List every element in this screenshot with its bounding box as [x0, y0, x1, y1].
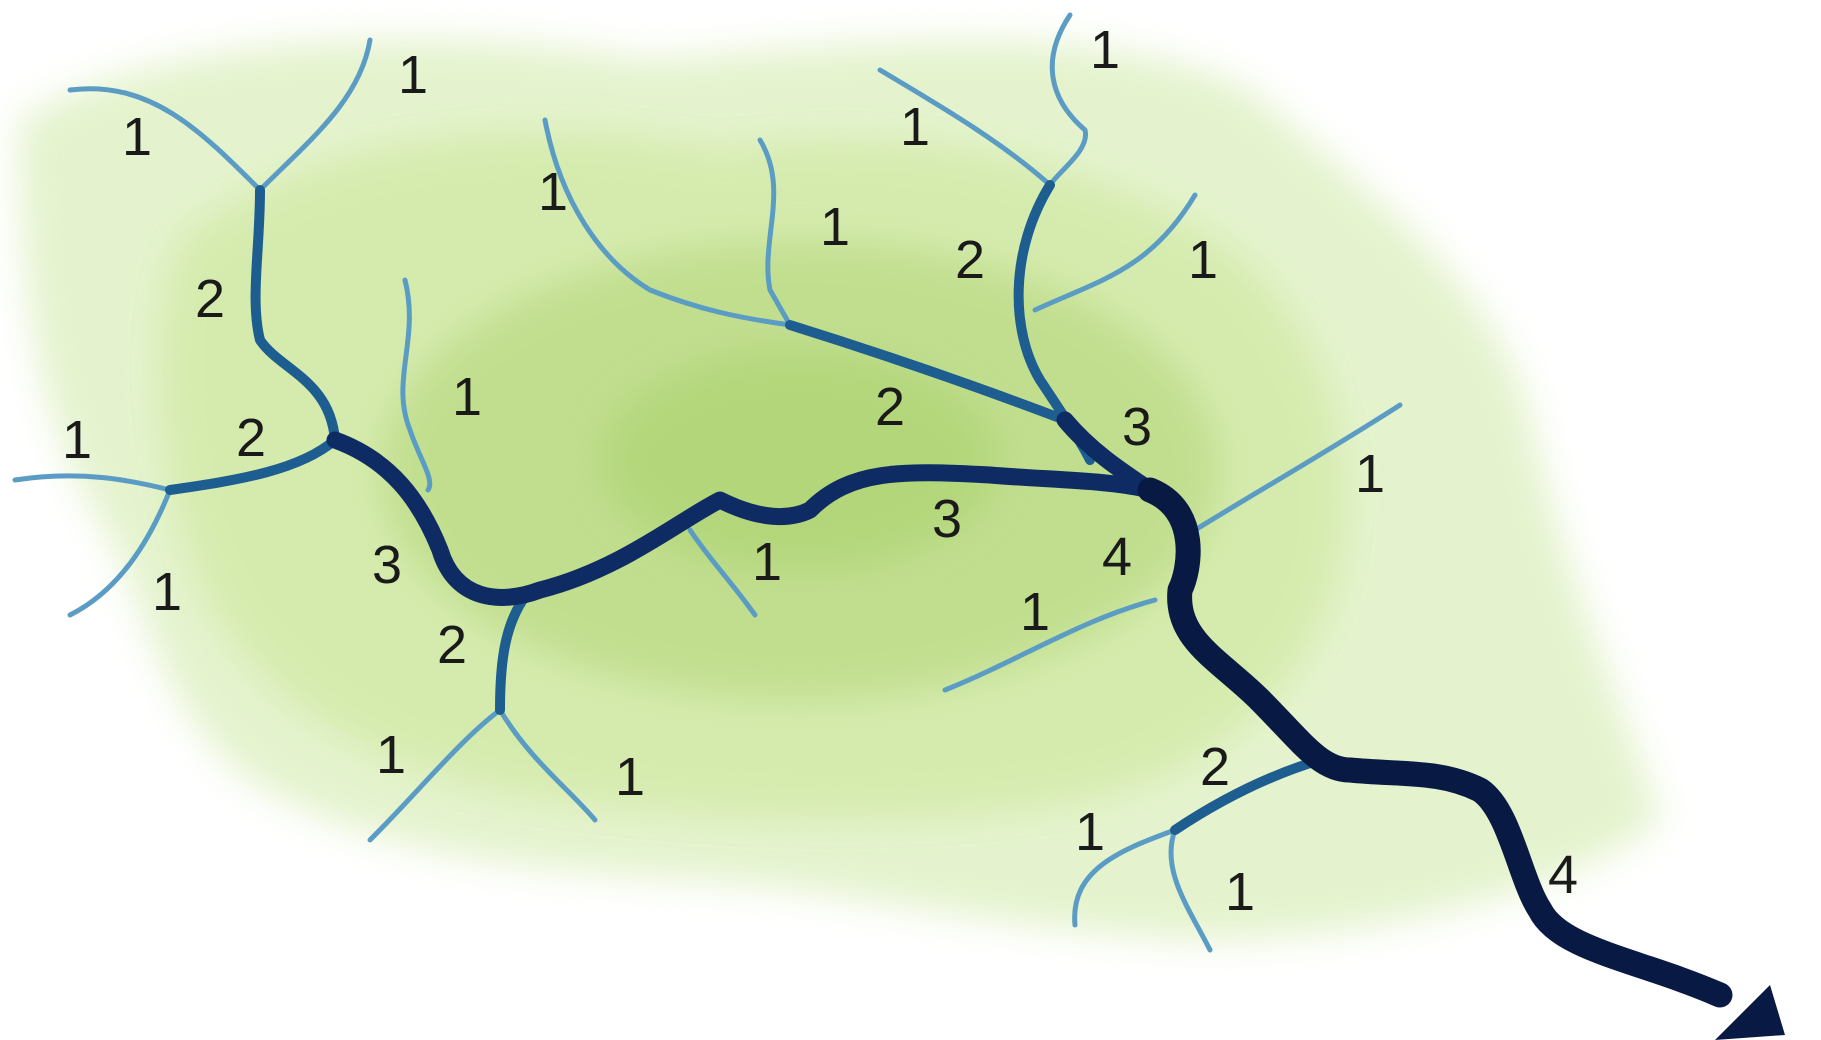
- order-label: 1: [152, 562, 182, 622]
- order-label: 1: [62, 410, 92, 470]
- order-label: 1: [398, 45, 428, 105]
- order-label: 1: [376, 725, 406, 785]
- order-label: 3: [932, 489, 962, 549]
- order-label: 4: [1548, 845, 1578, 905]
- order-label: 1: [452, 367, 482, 427]
- order-label: 1: [820, 197, 850, 257]
- order-label: 2: [437, 615, 467, 675]
- order-label: 1: [122, 107, 152, 167]
- order-label: 2: [955, 230, 985, 290]
- order-label: 1: [900, 97, 930, 157]
- order-label: 1: [1355, 444, 1385, 504]
- order-label: 1: [1225, 862, 1255, 922]
- order-label: 2: [195, 269, 225, 329]
- order-label: 1: [752, 532, 782, 592]
- order-label: 2: [875, 377, 905, 437]
- order-label: 1: [1020, 582, 1050, 642]
- order-label: 1: [615, 747, 645, 807]
- order-label: 1: [1090, 20, 1120, 80]
- order-label: 2: [1200, 737, 1230, 797]
- order-label: 2: [236, 408, 266, 468]
- order-label: 3: [1122, 397, 1152, 457]
- order-label: 1: [538, 162, 568, 222]
- order-label: 1: [1188, 230, 1218, 290]
- order-label: 3: [372, 535, 402, 595]
- order-label: 4: [1102, 527, 1132, 587]
- order-label: 1: [1075, 802, 1105, 862]
